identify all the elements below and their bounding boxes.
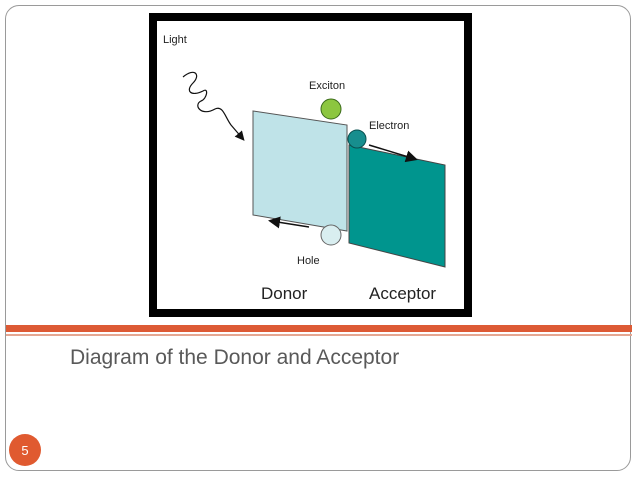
- donor-label: Donor: [261, 284, 308, 303]
- hole-label: Hole: [297, 255, 320, 267]
- hole-arrow: [268, 216, 310, 229]
- acceptor-block: [348, 144, 446, 268]
- donor-block: [252, 110, 348, 232]
- accent-divider-line: [6, 334, 632, 336]
- light-wave-arrow: [182, 71, 245, 141]
- accent-divider: [6, 325, 632, 332]
- slide-number-badge: 5: [9, 434, 41, 466]
- hole-circle: [320, 224, 342, 246]
- diagram-figure: Light Exciton Electron Hole Donor Accept…: [149, 13, 472, 317]
- diagram-canvas: Light Exciton Electron Hole Donor Accept…: [157, 21, 464, 309]
- exciton-label: Exciton: [309, 80, 345, 92]
- acceptor-label: Acceptor: [369, 284, 436, 303]
- slide-caption: Diagram of the Donor and Acceptor: [70, 346, 400, 369]
- exciton-circle: [320, 98, 342, 120]
- electron-circle: [347, 129, 367, 149]
- donor-acceptor-diagram: Light Exciton Electron Hole Donor Accept…: [163, 34, 446, 303]
- electron-label: Electron: [369, 120, 409, 132]
- light-label: Light: [163, 34, 187, 46]
- electron-arrow: [368, 144, 418, 163]
